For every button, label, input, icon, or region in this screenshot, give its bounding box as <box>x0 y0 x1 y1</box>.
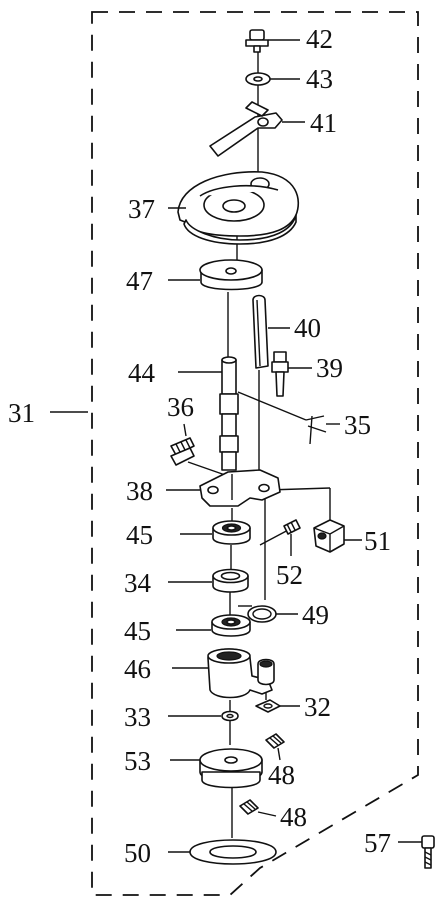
part-48a-setscrew <box>265 733 285 749</box>
part-51-nut <box>313 519 345 553</box>
callout-45b: 45 <box>124 616 151 646</box>
part-39-shaft <box>219 356 239 471</box>
callout-53: 53 <box>124 746 151 776</box>
part-43-washer <box>245 72 271 86</box>
leader-35-shaft <box>237 391 307 421</box>
part-38-bracket <box>199 469 281 507</box>
part-52-screw <box>283 519 301 535</box>
leader-36b <box>187 461 229 477</box>
assembly-label-31: 31 <box>8 398 35 428</box>
part-35-clip <box>305 415 327 445</box>
callout-48a: 48 <box>268 760 295 790</box>
callout-38: 38 <box>126 476 153 506</box>
part-33-eclip <box>221 710 239 722</box>
part-45a-bearing <box>212 520 251 545</box>
part-41-lever <box>209 101 283 157</box>
callout-45a: 45 <box>126 520 153 550</box>
callout-43: 43 <box>306 64 333 94</box>
callout-48b: 48 <box>280 802 307 832</box>
callout-36: 36 <box>167 392 194 422</box>
part-36-spring <box>170 437 195 466</box>
part-34-collar <box>212 568 249 593</box>
leader-48a <box>277 747 281 761</box>
callout-57: 57 <box>364 828 391 858</box>
callout-32: 32 <box>304 692 331 722</box>
part-57-screw <box>421 835 435 869</box>
part-46-crank <box>207 648 275 699</box>
callout-50: 50 <box>124 838 151 868</box>
part-40-rod <box>252 294 269 369</box>
callout-33: 33 <box>124 702 151 732</box>
part-44-stud <box>271 351 289 397</box>
part-37-plate <box>177 171 300 245</box>
callout-39: 44 <box>128 358 156 388</box>
leader-48b <box>257 811 277 817</box>
callout-34: 34 <box>124 568 152 598</box>
callout-40: 40 <box>294 313 321 343</box>
callout-51: 51 <box>364 526 391 556</box>
callout-49: 49 <box>302 600 329 630</box>
part-47-cap <box>199 259 263 291</box>
callout-52: 52 <box>276 560 303 590</box>
part-53-wheel <box>199 748 263 789</box>
assembly-boundary <box>91 11 419 896</box>
callout-42: 42 <box>306 24 333 54</box>
callout-44: 39 <box>316 353 343 383</box>
callout-47: 47 <box>126 266 153 296</box>
callout-37: 37 <box>128 194 155 224</box>
part-42-screw <box>245 29 269 53</box>
part-32-clip <box>255 699 281 713</box>
callout-46: 46 <box>124 654 151 684</box>
part-45b-bearing <box>211 614 251 637</box>
callout-41: 41 <box>310 108 337 138</box>
leader-36 <box>183 423 187 437</box>
part-48b-setscrew <box>239 799 259 815</box>
part-50-ring <box>189 839 277 865</box>
callout-35: 35 <box>344 410 371 440</box>
